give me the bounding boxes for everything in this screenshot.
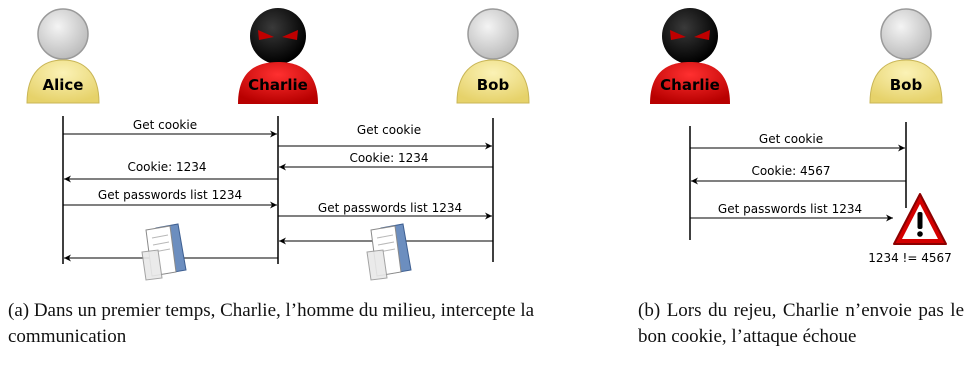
actor-bob-label: Bob [477, 76, 510, 94]
msg-a-m3: Cookie: 1234 [127, 160, 206, 174]
actor-bob-b: Bob [869, 8, 943, 104]
msg-b-m1: Get cookie [759, 132, 823, 146]
actor-charlie-b: Charlie [650, 8, 730, 104]
panel-a: Alice Charlie Bob Get cookie Get cookie … [26, 8, 530, 281]
warning-icon [893, 193, 947, 245]
msg-b-m3: Get passwords list 1234 [718, 202, 862, 216]
msg-a-m2: Get cookie [357, 123, 421, 137]
caption-b: (b) Lors du rejeu, Charlie n’envoie pas … [638, 300, 964, 347]
document-icon [366, 223, 412, 281]
actor-charlie-label: Charlie [248, 76, 308, 94]
msg-a-m6: Get passwords list 1234 [318, 201, 462, 215]
actor-bob: Bob [456, 8, 530, 104]
panel-b: Charlie Bob Get cookie Cookie: 4567 Get … [650, 8, 952, 265]
msg-a-m1: Get cookie [133, 118, 197, 132]
actor-charlie: Charlie [238, 8, 318, 104]
msg-a-m5: Get passwords list 1234 [98, 188, 242, 202]
actor-alice-label: Alice [43, 76, 84, 94]
warning-text: 1234 != 4567 [868, 251, 952, 265]
actor-bob-b-label: Bob [890, 76, 923, 94]
msg-a-m4: Cookie: 1234 [349, 151, 428, 165]
actor-alice: Alice [26, 8, 100, 104]
msg-b-m2: Cookie: 4567 [751, 164, 830, 178]
document-icon [141, 223, 187, 281]
caption-a: (a) Dans un premier temps, Charlie, l’ho… [8, 300, 535, 347]
actor-charlie-b-label: Charlie [660, 76, 720, 94]
